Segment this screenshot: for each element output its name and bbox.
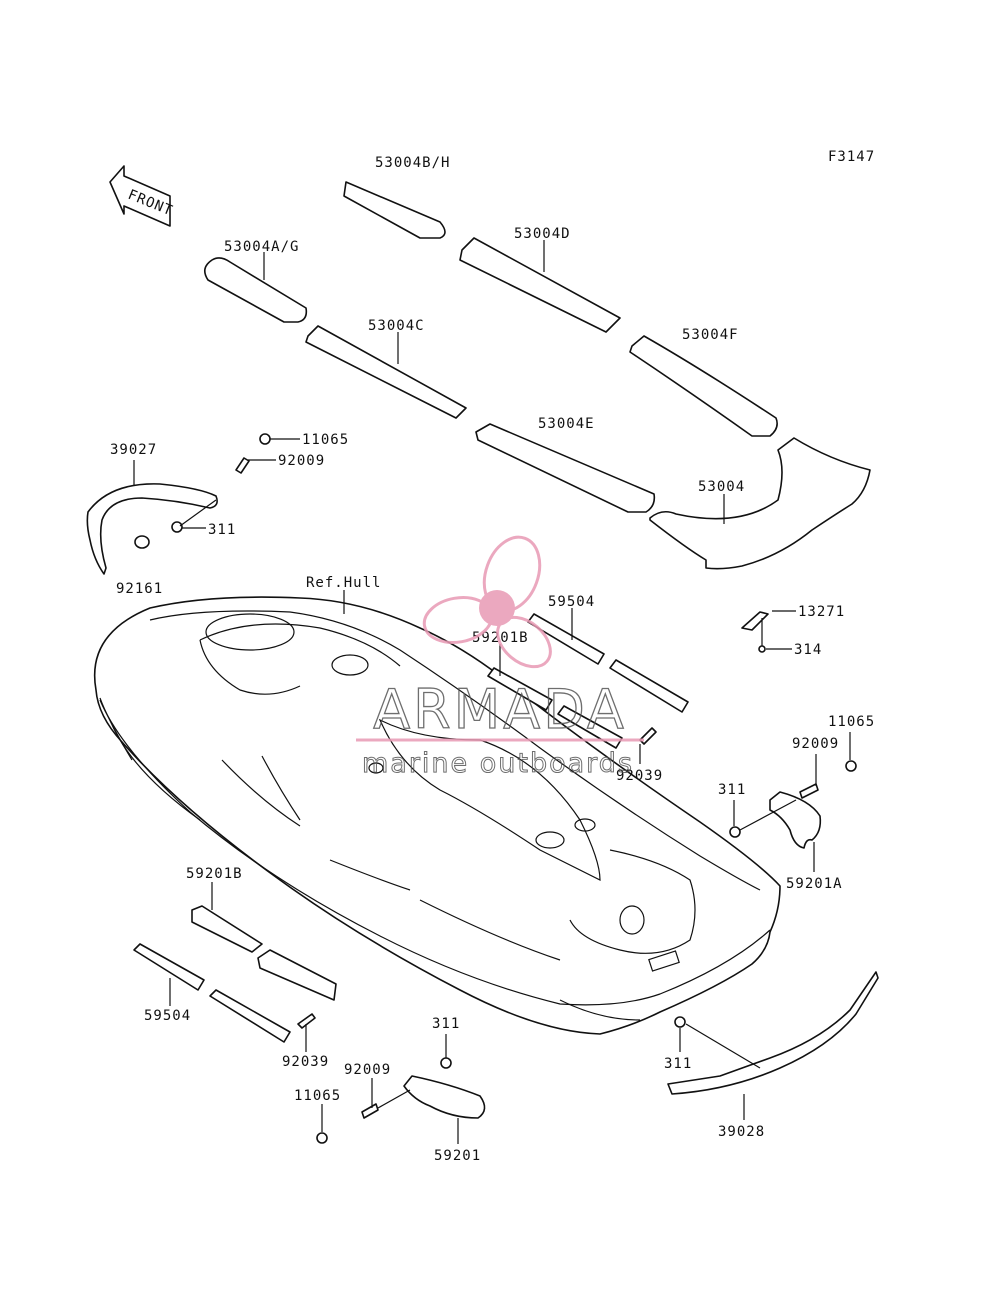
nut-311-bottom bbox=[440, 1057, 452, 1069]
label-311-right: 311 bbox=[718, 782, 746, 798]
part-labels: 53004B/H 53004A/G 53004D 53004C 53004F 5… bbox=[110, 155, 875, 1164]
cap-92161 bbox=[134, 535, 150, 549]
rail-39027 bbox=[86, 483, 218, 575]
screw-314 bbox=[758, 645, 766, 653]
guard-59201b-bottom bbox=[191, 905, 337, 1001]
guard-59201 bbox=[403, 1075, 486, 1119]
watermark-tagline: marine outboards bbox=[362, 748, 634, 779]
guard-59201a bbox=[769, 791, 822, 849]
label-92039-bottom: 92039 bbox=[282, 1054, 329, 1070]
label-59201: 59201 bbox=[434, 1148, 481, 1164]
nut-311-right bbox=[729, 826, 741, 838]
label-314: 314 bbox=[794, 642, 822, 658]
mat-53004e bbox=[475, 423, 656, 513]
label-53004bh: 53004B/H bbox=[375, 155, 450, 171]
watermark: ARMADA marine outboards bbox=[356, 535, 644, 780]
watermark-brand: ARMADA bbox=[373, 678, 627, 741]
label-59504-top: 59504 bbox=[548, 594, 595, 610]
clip-92039-bottom bbox=[297, 1013, 316, 1029]
bolt-92009-top bbox=[235, 457, 250, 474]
label-13271: 13271 bbox=[798, 604, 845, 620]
hull bbox=[93, 596, 781, 1035]
mat-53004d bbox=[459, 237, 621, 333]
label-11065-top: 11065 bbox=[302, 432, 349, 448]
label-11065-right: 11065 bbox=[828, 714, 875, 730]
label-53004: 53004 bbox=[698, 479, 745, 495]
mat-53004bh bbox=[343, 181, 446, 239]
label-53004d: 53004D bbox=[514, 226, 571, 242]
label-53004f: 53004F bbox=[682, 327, 739, 343]
label-ref-hull: Ref.Hull bbox=[306, 575, 381, 591]
bracket-13271 bbox=[741, 611, 769, 631]
mat-53004ag bbox=[204, 257, 308, 323]
label-53004c: 53004C bbox=[368, 318, 425, 334]
bolt-92009-bottom bbox=[361, 1103, 379, 1119]
nut-311-lower-right bbox=[674, 1016, 686, 1028]
mat-53004c bbox=[305, 325, 467, 419]
label-59201b-bottom: 59201B bbox=[186, 866, 243, 882]
label-92039-top: 92039 bbox=[616, 768, 663, 784]
label-311-bottom: 311 bbox=[432, 1016, 460, 1032]
label-11065-bottom: 11065 bbox=[294, 1088, 341, 1104]
label-39027: 39027 bbox=[110, 442, 157, 458]
front-arrow-icon: FRONT bbox=[109, 165, 175, 227]
figure-code: F3147 bbox=[828, 149, 875, 165]
propeller-icon bbox=[422, 535, 552, 669]
label-92009-bottom: 92009 bbox=[344, 1062, 391, 1078]
nut-11065-bottom bbox=[316, 1132, 328, 1144]
label-92161: 92161 bbox=[116, 581, 163, 597]
label-311-lower-right: 311 bbox=[664, 1056, 692, 1072]
label-53004e: 53004E bbox=[538, 416, 595, 432]
label-311-top: 311 bbox=[208, 522, 236, 538]
label-53004ag: 53004A/G bbox=[224, 239, 299, 255]
guard-59201b-top bbox=[487, 667, 623, 749]
label-39028: 39028 bbox=[718, 1124, 765, 1140]
label-92009-right: 92009 bbox=[792, 736, 839, 752]
label-92009-top: 92009 bbox=[278, 453, 325, 469]
nut-311-top bbox=[171, 521, 183, 533]
label-59201a: 59201A bbox=[786, 876, 843, 892]
bolt-92009-right bbox=[799, 783, 819, 799]
strip-59504-bottom bbox=[133, 943, 291, 1043]
nut-11065-right bbox=[845, 760, 857, 772]
leader-lines bbox=[133, 240, 851, 1144]
clip-92039-top bbox=[639, 727, 657, 745]
strip-59504-top bbox=[527, 613, 689, 713]
label-59504-bottom: 59504 bbox=[144, 1008, 191, 1024]
mat-53004f bbox=[629, 335, 778, 437]
mat-53004-main bbox=[649, 437, 871, 570]
rail-39028 bbox=[667, 971, 879, 1095]
nut-11065-top bbox=[259, 433, 271, 445]
